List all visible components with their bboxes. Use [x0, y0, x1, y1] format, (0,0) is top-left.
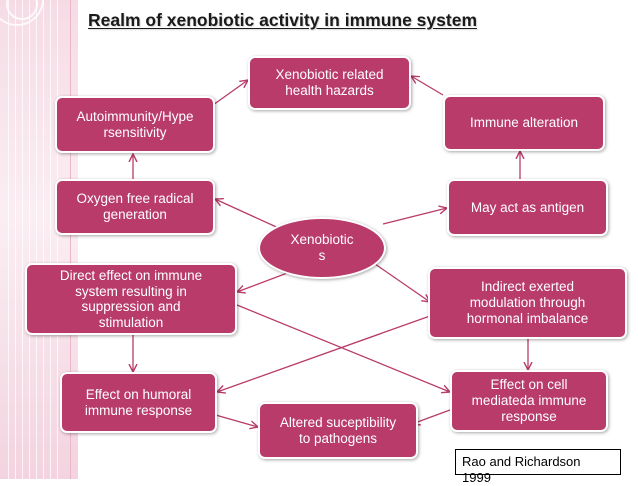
- node-indirect-modulation: Indirect exerted modulation through horm…: [428, 267, 627, 339]
- arrow-center-to-oxygen: [215, 199, 284, 231]
- arrow-direct-to-cell-mediated: [236, 304, 450, 392]
- node-humoral-response: Effect on humoral immune response: [60, 372, 217, 433]
- node-immune-alteration: Immune alteration: [443, 95, 605, 151]
- arrow-center-to-indirect: [374, 263, 430, 302]
- node-direct-effect: Direct effect on immune system resulting…: [25, 263, 237, 335]
- arrow-autoimmunity-to-hazards: [212, 80, 248, 106]
- slide-title: Realm of xenobiotic activity in immune s…: [88, 10, 477, 30]
- arrow-cell-mediated-to-pathogens: [412, 409, 451, 424]
- arrow-center-to-direct-effect: [237, 271, 291, 292]
- decorative-divider: [70, 0, 71, 479]
- arrow-indirect-to-humoral: [217, 315, 431, 392]
- arrow-center-to-antigen: [382, 208, 447, 225]
- node-autoimmunity: Autoimmunity/Hype rsensitivity: [55, 96, 215, 153]
- node-xenobiotics-center: Xenobiotic s: [258, 217, 386, 279]
- node-oxygen-radical: Oxygen free radical generation: [55, 179, 215, 235]
- node-may-act-as-antigen: May act as antigen: [447, 179, 608, 236]
- node-altered-susceptibility: Altered suceptibility to pathogens: [258, 402, 418, 459]
- citation-box: Rao and Richardson 1999: [455, 449, 621, 485]
- node-health-hazards: Xenobiotic related health hazards: [248, 56, 411, 110]
- arrow-immune-alteration-to-hazards: [411, 76, 444, 96]
- decorative-side-panel: [0, 0, 78, 479]
- node-cell-mediated-response: Effect on cell mediateda immune response: [450, 370, 608, 432]
